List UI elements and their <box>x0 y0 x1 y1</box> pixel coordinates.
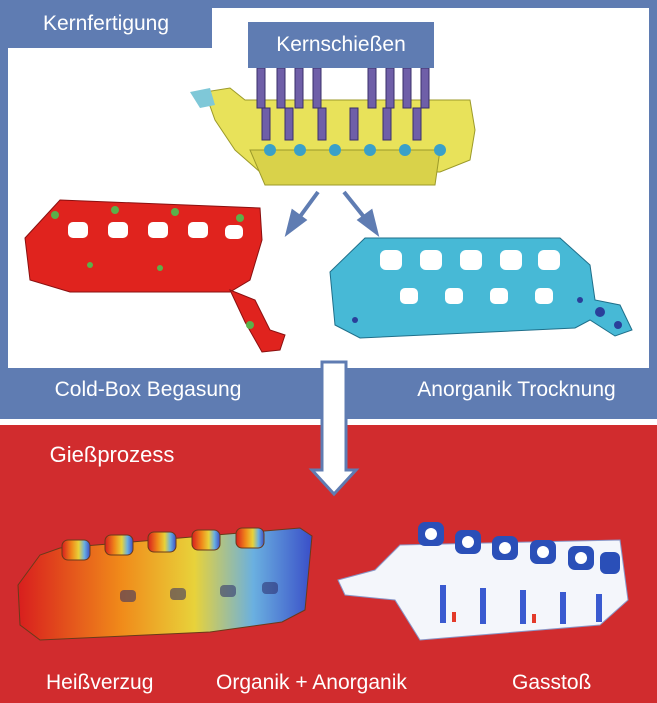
hollow-arrow-down-icon <box>308 360 360 497</box>
section-title-giessprozess: Gießprozess <box>8 432 216 478</box>
arrow-down-icon <box>284 190 380 237</box>
label-heissverzug: Heißverzug <box>46 671 154 694</box>
label-kernschiessen: Kernschießen <box>248 22 434 68</box>
label-organik-anorganik: Organik + Anorganik <box>216 671 407 694</box>
label-anorganik: Anorganik Trocknung <box>384 368 649 412</box>
inorganic-core-image <box>329 237 633 339</box>
core-shooting-image <box>190 67 476 186</box>
label-cold-box: Cold-Box Begasung <box>8 368 288 412</box>
cold-box-core-image <box>24 199 286 353</box>
gas-impact-image <box>337 522 629 641</box>
label-gasstoss: Gasstoß <box>512 671 592 694</box>
section-title-kernfertigung: Kernfertigung <box>0 0 212 48</box>
hot-distortion-image <box>17 527 313 641</box>
bottom-labels-bar: Heißverzug Organik + Anorganik Gasstoß <box>0 665 657 703</box>
